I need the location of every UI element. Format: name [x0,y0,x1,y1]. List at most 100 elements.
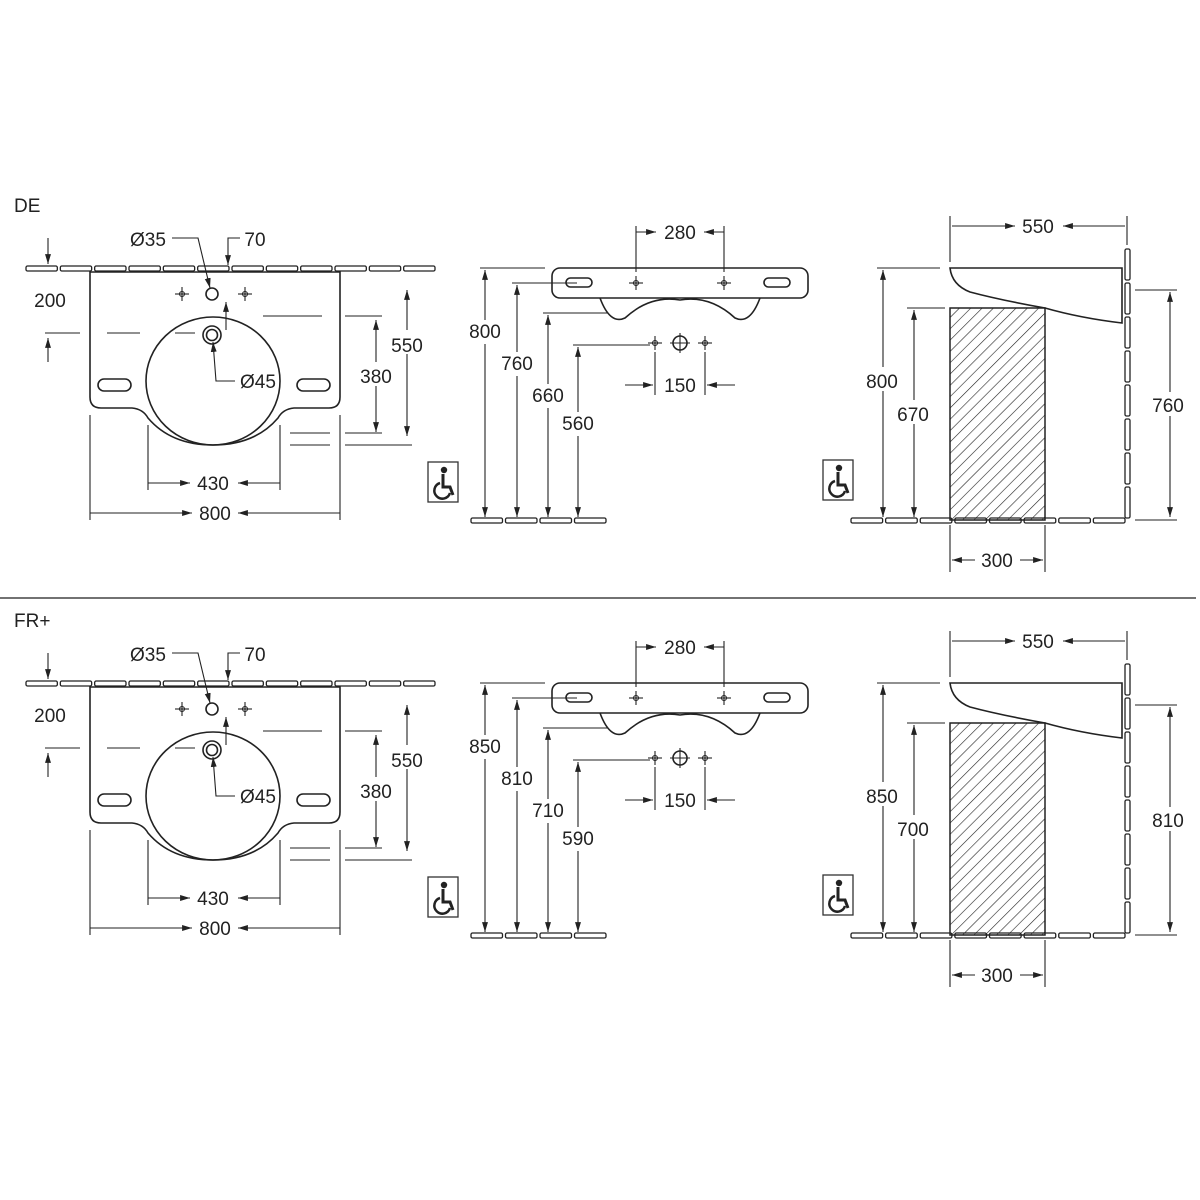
drain-inner [205,743,219,757]
tile [850,517,884,524]
tile [1124,350,1131,383]
tile [1124,452,1131,485]
dim-h_drain: 560 [562,414,594,435]
dim-height-bowl: 380 [360,782,392,803]
dim-depth: 550 [1022,217,1054,238]
knee-clearance-zone [949,722,1046,936]
tile [1124,282,1131,315]
tile [1124,663,1131,696]
tile [403,680,436,687]
dim-width-bowl: 430 [197,474,229,495]
dim-h_under: 810 [501,769,533,790]
dim-h-top: 800 [866,372,898,393]
bowl-outline [145,731,281,861]
tile [265,680,299,687]
dim-height-outer: 550 [391,336,423,357]
dim-depth-top: 200 [34,706,66,727]
dim-h-knee: 700 [897,820,929,841]
icon-body [836,472,850,494]
label-bg [530,799,566,823]
leader-tap [172,652,211,704]
hole-circle [651,754,659,762]
tile [1124,486,1131,519]
icon-body [441,889,455,911]
tile [1124,867,1131,900]
hole-circle [651,339,659,347]
tile [368,265,402,272]
grab-slot-left [97,793,132,807]
tile [850,932,884,939]
label-bg [499,352,535,376]
dim-h-rim: 810 [1152,811,1184,832]
dim-width: 800 [199,919,231,940]
tile [919,932,953,939]
leader-tap [172,237,211,289]
dim-h-knee: 670 [897,405,929,426]
tile [25,680,58,687]
tap-hole [205,702,219,716]
basin-outline [89,686,341,861]
hole-circle [701,754,709,762]
tile [1124,384,1131,417]
dim-depth: 550 [1022,632,1054,653]
tile [1092,517,1126,524]
tap-hole-marker [717,691,731,705]
tile [231,680,264,687]
region-label: FR+ [14,611,50,632]
hole-circle [178,705,186,713]
tap-hole-marker [175,287,189,301]
tile [197,265,230,272]
tile [1124,901,1131,934]
dim-depth-top: 200 [34,291,66,312]
icon-head [440,881,448,889]
tile [59,265,93,272]
dim-height-outer: 550 [391,751,423,772]
tile [470,932,504,939]
tile [539,932,573,939]
icon-head [835,879,843,887]
label-bg [865,782,901,806]
dim-dia-tap: Ø35 [130,645,166,666]
dim-trap-spacing: 150 [664,376,696,397]
dim-width-bowl: 430 [197,889,229,910]
dim-h_under: 760 [501,354,533,375]
tap-hole-marker [717,276,731,290]
dim-h_top: 850 [469,737,501,758]
tile [128,680,161,687]
tile [162,680,196,687]
icon-head [835,464,843,472]
tile [1124,697,1131,730]
label-bg [560,412,596,436]
tile [59,680,93,687]
tap-hole-marker [698,336,712,350]
icon-body [836,887,850,909]
hole-circle [632,694,640,702]
dim-tap-spacing: 280 [664,638,696,659]
tile [162,265,196,272]
label-bg [467,320,503,344]
hole-circle [632,279,640,287]
tile [1124,765,1131,798]
basin-outline [89,271,341,446]
leader-drain [210,341,235,382]
tap-hole-marker [238,702,252,716]
label-bg [499,767,535,791]
label-bg [560,827,596,851]
tile [94,680,127,687]
profile-view: 550 850 700 810 300 [850,631,1188,987]
bowl-underside [599,297,761,321]
dim-knee-depth: 300 [981,966,1013,987]
tile [1124,799,1131,832]
tile [368,680,402,687]
tile [573,932,607,939]
dim-h-top: 850 [866,787,898,808]
basin-profile [949,682,1123,739]
tap-hole-marker [629,691,643,705]
dim-tap-spacing: 280 [664,223,696,244]
bowl-outline [145,316,281,446]
bowl-underside [599,712,761,736]
wheelchair-icon [822,874,854,916]
